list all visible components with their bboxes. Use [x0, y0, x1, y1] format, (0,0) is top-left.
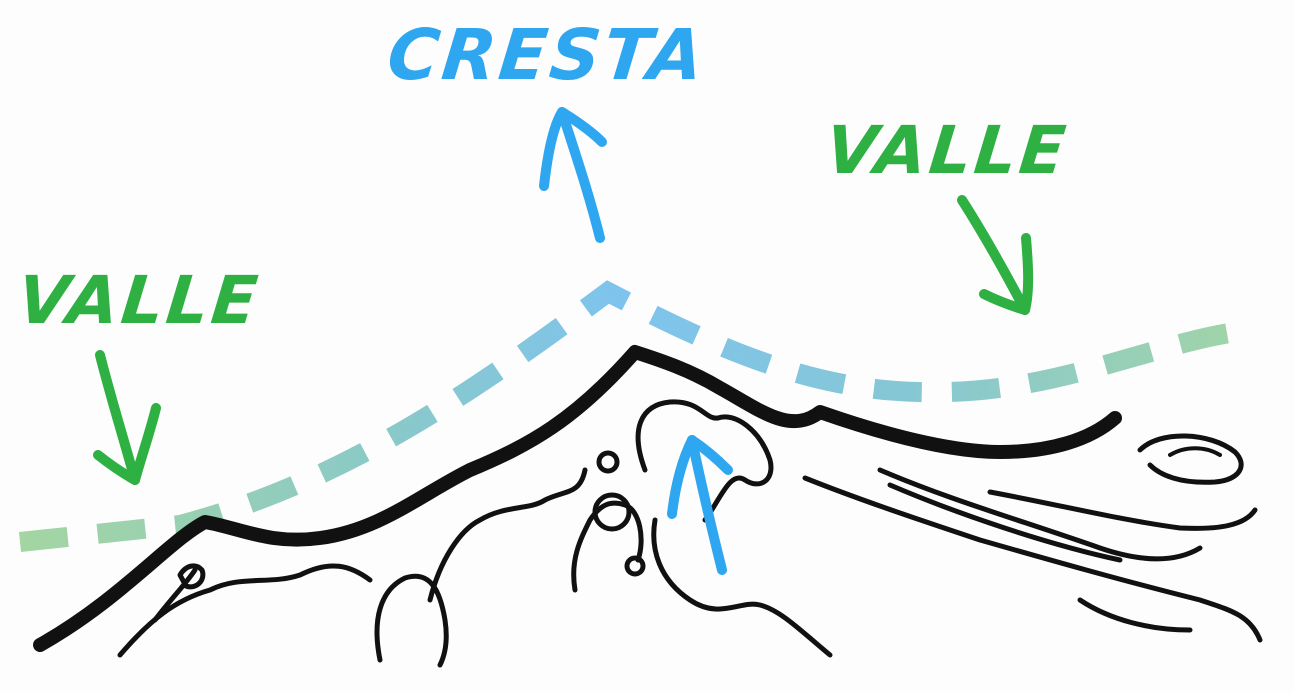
rock-hole-2: [595, 495, 629, 529]
arrow-up-icon: [672, 440, 728, 570]
rock-mid-bumps: [430, 470, 585, 600]
rock-right-lower: [1080, 600, 1190, 630]
valley-label-right: VALLE: [822, 112, 1072, 189]
rock-right-streak-1: [880, 470, 1200, 559]
rock-right-curl: [1140, 436, 1241, 482]
rock-sketch: [40, 352, 1260, 665]
crest-label: CRESTA: [384, 14, 711, 96]
arrow-down-icon: [962, 200, 1028, 310]
rock-right-curl-inner: [1170, 448, 1220, 455]
rock-hole-1: [599, 453, 617, 471]
valley-label-left: VALLE: [14, 262, 264, 339]
arrow-up-icon: [544, 112, 602, 238]
rock-cave-inner: [654, 520, 830, 655]
rock-mid-arch: [377, 576, 446, 665]
rock-lower-left: [120, 566, 370, 655]
rock-hole-3: [627, 558, 643, 574]
arrow-down-icon: [98, 355, 156, 480]
